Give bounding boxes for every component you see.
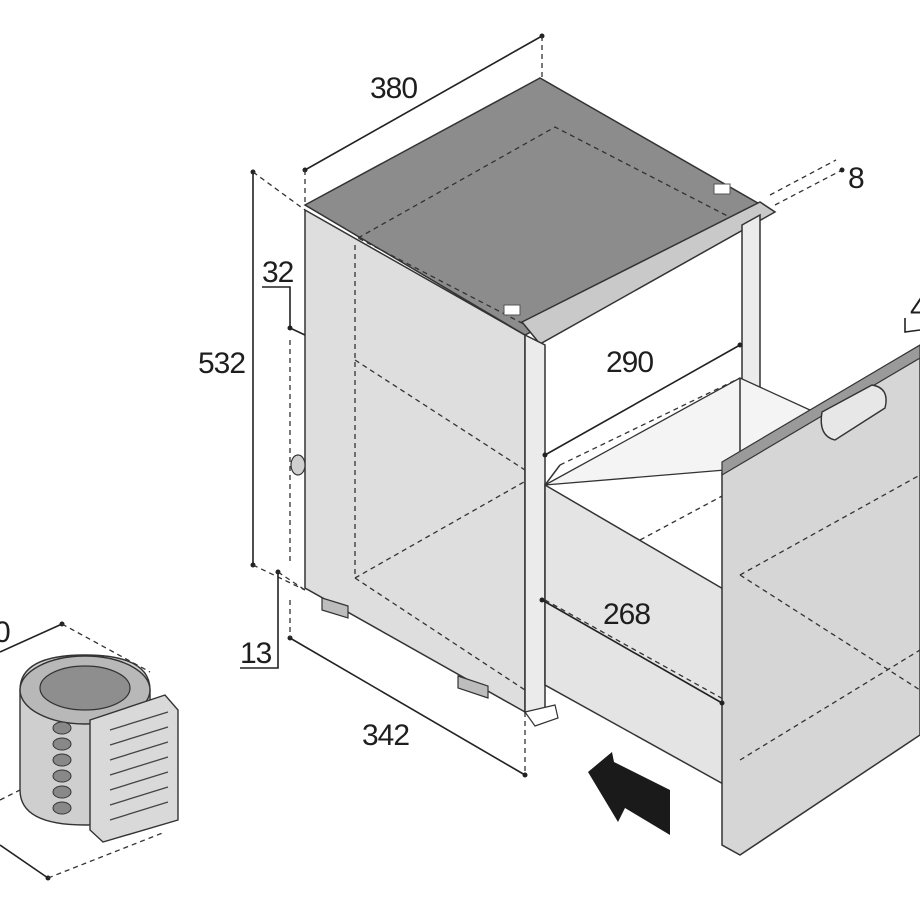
- dim-label-height: 532: [198, 347, 245, 380]
- dim-label-width-top: 380: [370, 72, 417, 105]
- cabinet: [290, 77, 777, 727]
- dim-label-bottom-offset: 13: [240, 637, 272, 670]
- push-direction-arrow: [588, 752, 670, 835]
- lid-front-trim: [520, 201, 777, 345]
- cabinet-foot: [523, 704, 559, 727]
- dim-label-compressor-cut: 0: [0, 616, 10, 649]
- compressor-grille: [89, 694, 179, 843]
- dim-label-right-cut: 4: [910, 292, 920, 325]
- grille-slats: [109, 711, 169, 821]
- dim-label-depth: 342: [362, 719, 409, 752]
- cabinet-foot: [321, 597, 349, 619]
- dim-label-top-offset: 32: [262, 256, 294, 289]
- dimension-lines: [240, 33, 920, 778]
- drawer-handle: [820, 384, 887, 441]
- dim-label-drawer-inner: 268: [603, 598, 650, 631]
- front-frame-left: [524, 333, 546, 713]
- cabinet-foot: [457, 675, 489, 699]
- drawer-box-side: [544, 483, 726, 787]
- dim-label-top-gap: 8: [848, 162, 864, 195]
- drawer-front-edge: [721, 344, 920, 477]
- side-knob: [290, 454, 306, 476]
- compressor-coil: [52, 721, 72, 815]
- dim-label-drawer-opening: 290: [606, 346, 653, 379]
- compressor-unit: [0, 621, 179, 881]
- drawer: [544, 344, 920, 856]
